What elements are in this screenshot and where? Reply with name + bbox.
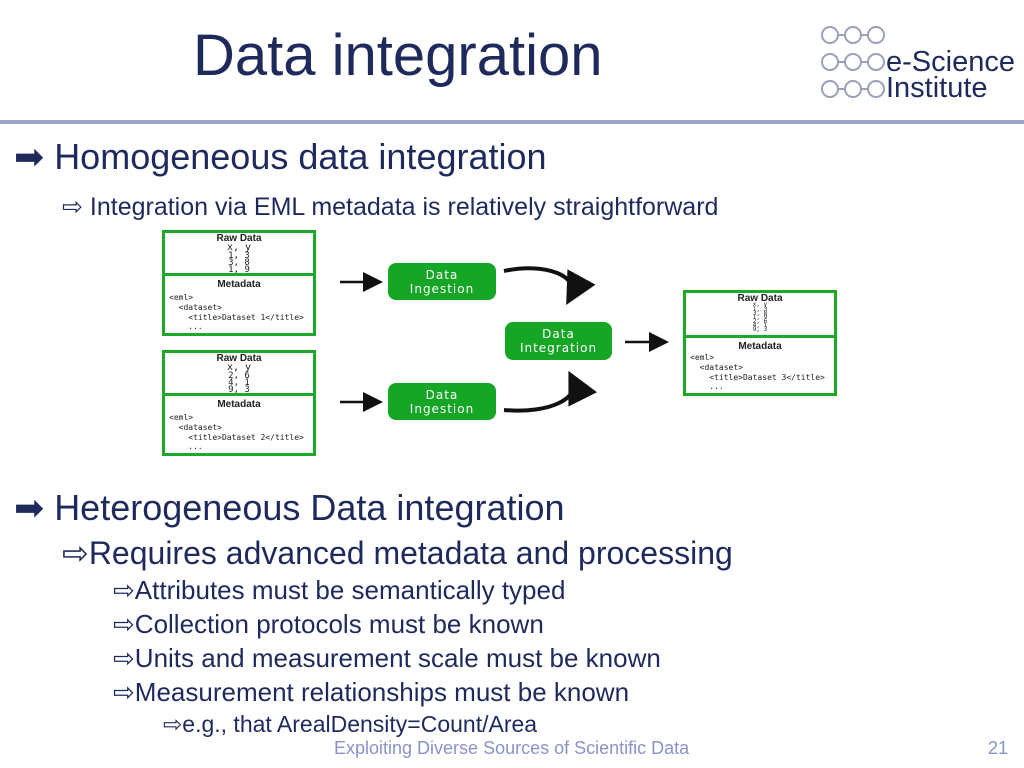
data-row: x, y — [226, 362, 252, 373]
outline-arrow-icon: ⇨ — [113, 677, 135, 707]
slide-footer: Exploiting Diverse Sources of Scientific… — [334, 738, 690, 758]
xml-line: ... — [690, 382, 724, 391]
xml-line: <title>Dataset 2</title> — [169, 433, 304, 442]
curved-arrow-down — [503, 266, 596, 306]
dataset-1-box: Raw Data x, y 1, 3 3, 8 1, 9 Metadata <e… — [162, 230, 316, 336]
bullet-text: Units and measurement scale must be know… — [134, 643, 661, 673]
xml-line: ... — [169, 322, 203, 331]
raw-data-header: Raw Data — [216, 353, 262, 364]
pill-line: Data — [542, 327, 575, 341]
raw-data-header: Raw Data — [216, 233, 262, 244]
bullet-measurement-relationships: ⇨Measurement relationships must be known — [113, 677, 629, 708]
outline-arrow-icon: ⇨ — [163, 711, 183, 737]
xml-line: <eml> — [169, 413, 194, 422]
raw-data-section — [686, 293, 834, 338]
data-row: 1, 9 — [752, 314, 768, 321]
dataset-2-box: Raw Data x, y 2, 6 4, 1 9, 3 Metadata <e… — [162, 350, 316, 456]
xml-line: <dataset> — [169, 303, 222, 312]
xml-line: <dataset> — [690, 363, 743, 372]
e-science-institute-logo — [818, 20, 1024, 106]
bullet-semantic-typing: ⇨Attributes must be semantically typed — [113, 575, 565, 606]
data-ingestion-1: Data Ingestion — [388, 263, 496, 300]
xml-line: <title>Dataset 1</title> — [169, 313, 304, 322]
logo-text-top: e-Science — [886, 46, 1015, 78]
data-row: 1, 3 — [228, 251, 250, 261]
data-row: 9, 3 — [228, 385, 250, 395]
data-row: 2, 6 — [752, 318, 768, 325]
filled-arrow-icon: ➡ — [14, 136, 45, 177]
data-row: 3, 8 — [228, 258, 250, 268]
bullet-text: Requires advanced metadata and processin… — [88, 535, 733, 571]
data-ingestion-2: Data Ingestion — [388, 383, 496, 420]
pill-line: Data — [425, 267, 459, 282]
bullet-text: Integration via EML metadata is relative… — [89, 193, 719, 221]
bullet-eml-integration: ⇨ Integration via EML metadata is relati… — [62, 192, 718, 222]
data-integration-node: Data Integration — [505, 322, 612, 360]
bullet-heterogeneous: ➡ Heterogeneous Data integration — [14, 487, 565, 529]
data-row: 1, 3 — [752, 306, 768, 313]
pill-line: Integration — [519, 341, 598, 355]
bullet-text: Measurement relationships must be known — [134, 677, 630, 707]
raw-data-header: Raw Data — [737, 293, 783, 304]
bullet-collection-protocols: ⇨Collection protocols must be known — [113, 609, 544, 640]
xml-line: <dataset> — [169, 423, 222, 432]
logo-text-bottom: Institute — [886, 72, 988, 104]
data-row: 3, 8 — [752, 310, 768, 317]
data-row: 4, 1 — [228, 378, 250, 388]
bullet-text: Heterogeneous Data integration — [54, 487, 565, 528]
pill-line: Data — [425, 387, 459, 402]
metadata-header: Metadata — [217, 399, 261, 410]
raw-data-section — [165, 233, 313, 276]
data-row: 2, 6 — [228, 371, 250, 381]
dataset-3-box: Raw Data x, y 1, 3 3, 8 1, 9 2, 6 4, 1 9… — [683, 290, 837, 396]
bullet-text: Homogeneous data integration — [54, 136, 547, 177]
data-row: x, y — [752, 301, 768, 308]
filled-arrow-icon: ➡ — [14, 487, 45, 528]
circle-grid-icon — [821, 26, 885, 98]
bullet-text: e.g., that ArealDensity=Count/Area — [182, 711, 538, 737]
outline-arrow-icon: ⇨ — [62, 193, 83, 221]
outline-arrow-icon: ⇨ — [113, 609, 135, 639]
xml-line: <eml> — [690, 353, 715, 362]
metadata-header: Metadata — [738, 341, 782, 352]
metadata-header: Metadata — [217, 279, 261, 290]
xml-line: <title>Dataset 3</title> — [690, 373, 825, 382]
bullet-text: Attributes must be semantically typed — [134, 575, 566, 605]
pill-line: Ingestion — [409, 281, 475, 296]
bullet-advanced-metadata: ⇨Requires advanced metadata and processi… — [62, 534, 733, 572]
xml-line: ... — [169, 442, 203, 451]
pill-line: Ingestion — [409, 401, 475, 416]
slide-title: Data integration — [193, 23, 603, 88]
outline-arrow-icon: ⇨ — [113, 643, 135, 673]
curved-arrow-up — [503, 370, 598, 413]
bullet-homogeneous: ➡ Homogeneous data integration — [14, 136, 547, 178]
data-row: 4, 1 — [752, 322, 768, 329]
xml-line: <eml> — [169, 293, 194, 302]
bullet-units-scale: ⇨Units and measurement scale must be kno… — [113, 643, 661, 674]
data-row: x, y — [226, 242, 252, 253]
data-row: 1, 9 — [228, 265, 250, 275]
bullet-areal-density-example: ⇨e.g., that ArealDensity=Count/Area — [163, 711, 537, 738]
data-row: 9, 3 — [752, 326, 768, 333]
title-divider — [0, 120, 1024, 124]
bullet-text: Collection protocols must be known — [134, 609, 544, 639]
outline-arrow-icon: ⇨ — [62, 535, 89, 571]
page-number: 21 — [988, 738, 1009, 758]
raw-data-section — [165, 353, 313, 396]
outline-arrow-icon: ⇨ — [113, 575, 135, 605]
